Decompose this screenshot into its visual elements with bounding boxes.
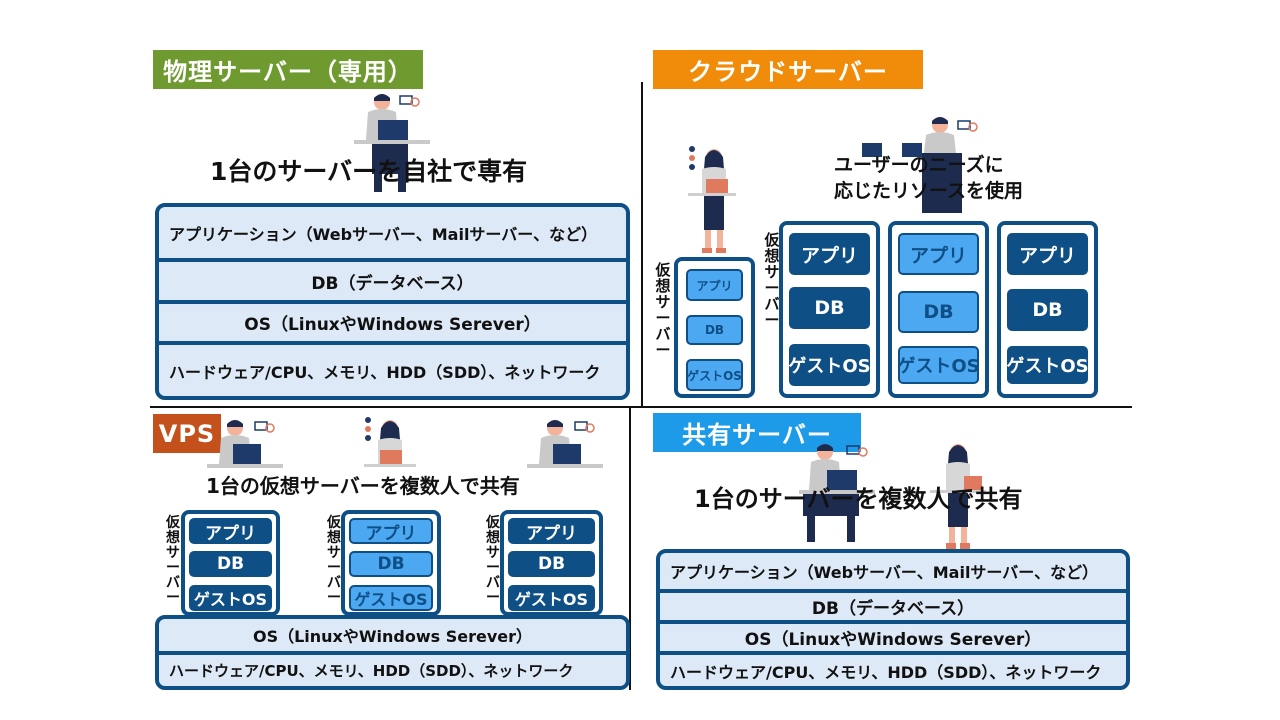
os-layer: OS（LinuxやWindows Serever） (159, 619, 626, 651)
vps-vm-2: アプリ DB ゲストOS (341, 510, 441, 616)
app-box: アプリ (898, 233, 979, 275)
vertical-divider-bottom (629, 408, 631, 690)
hardware-layer: ハードウェア/CPU、メモリ、HDD（SDD）、ネットワーク (660, 655, 1126, 686)
person-laptop-icon (360, 416, 420, 492)
horizontal-divider (150, 406, 1132, 408)
guest-os-box: ゲストOS (189, 585, 272, 611)
db-box: DB (189, 551, 272, 577)
guest-os-box: ゲストOS (897, 346, 980, 384)
db-box: DB (789, 287, 870, 329)
guest-os-box: ゲストOS (788, 344, 871, 386)
cloud-vm-2: アプリ DB ゲストOS (888, 221, 989, 398)
db-layer: DB（データベース） (660, 593, 1126, 620)
person-laptop-icon (928, 440, 988, 552)
shared-server-title: 共有サーバー (653, 413, 861, 452)
guest-os-box: ゲストOS (349, 585, 433, 611)
guest-os-box: ゲストOS (1006, 346, 1089, 384)
virtual-server-label: 仮想サーバー (166, 515, 180, 606)
cloud-vm-3: アプリ DB ゲストOS (997, 221, 1098, 398)
app-box: アプリ (508, 518, 595, 544)
person-laptop-icon (797, 442, 877, 550)
virtual-server-label: 仮想サーバー (327, 515, 341, 606)
vps-title: VPS (153, 414, 221, 453)
cloud-vm-1: アプリ DB ゲストOS (779, 221, 880, 398)
vps-host-stack: OS（LinuxやWindows Serever） ハードウェア/CPU、メモリ… (155, 615, 630, 690)
cloud-caption-line-1: ユーザーのニーズに (834, 154, 1004, 176)
application-layer: アプリケーション（Webサーバー、Mailサーバー、など） (660, 553, 1126, 589)
app-box: アプリ (349, 518, 433, 544)
person-laptop-icon (352, 92, 432, 200)
person-laptop-icon (525, 418, 605, 494)
virtual-server-label: 仮想サーバー (486, 515, 500, 606)
db-box: DB (898, 291, 979, 333)
hardware-layer: ハードウェア/CPU、メモリ、HDD（SDD）、ネットワーク (159, 655, 626, 686)
app-box: アプリ (789, 233, 870, 275)
app-box: アプリ (686, 269, 743, 301)
os-layer: OS（LinuxやWindows Serever） (159, 304, 626, 341)
cloud-server-title: クラウドサーバー (653, 50, 923, 89)
cloud-small-vm: アプリ DB ゲストOS (674, 257, 755, 398)
virtual-server-label: 仮想サーバー (764, 231, 780, 329)
person-laptop-icon (205, 418, 285, 494)
person-laptop-icon (862, 115, 982, 223)
db-box: DB (349, 551, 433, 577)
shared-server-stack: アプリケーション（Webサーバー、Mailサーバー、など） DB（データベース）… (656, 549, 1130, 690)
vps-vm-3: アプリ DB ゲストOS (500, 510, 603, 616)
db-layer: DB（データベース） (159, 262, 626, 300)
app-box: アプリ (189, 518, 272, 544)
cloud-caption-line-2: 応じたリソースを使用 (834, 180, 1024, 202)
app-box: アプリ (1007, 233, 1088, 275)
person-laptop-icon (680, 145, 740, 255)
virtual-server-label: 仮想サーバー (655, 261, 671, 359)
shared-server-caption: 1台のサーバーを複数人で共有 (694, 485, 1023, 513)
db-box: DB (508, 551, 595, 577)
hardware-layer: ハードウェア/CPU、メモリ、HDD（SDD）、ネットワーク (159, 345, 626, 396)
os-layer: OS（LinuxやWindows Serever） (660, 624, 1126, 651)
guest-os-box: ゲストOS (686, 359, 743, 391)
physical-server-stack: アプリケーション（Webサーバー、Mailサーバー、など） DB（データベース）… (155, 203, 630, 400)
vps-caption: 1台の仮想サーバーを複数人で共有 (206, 474, 520, 498)
db-box: DB (686, 315, 743, 345)
vps-vm-1: アプリ DB ゲストOS (181, 510, 280, 616)
physical-server-caption: 1台のサーバーを自社で専有 (210, 157, 528, 186)
guest-os-box: ゲストOS (508, 585, 595, 611)
db-box: DB (1007, 289, 1088, 331)
vertical-divider-top (641, 82, 643, 408)
physical-server-title: 物理サーバー（専用） (153, 50, 423, 89)
application-layer: アプリケーション（Webサーバー、Mailサーバー、など） (159, 207, 626, 258)
